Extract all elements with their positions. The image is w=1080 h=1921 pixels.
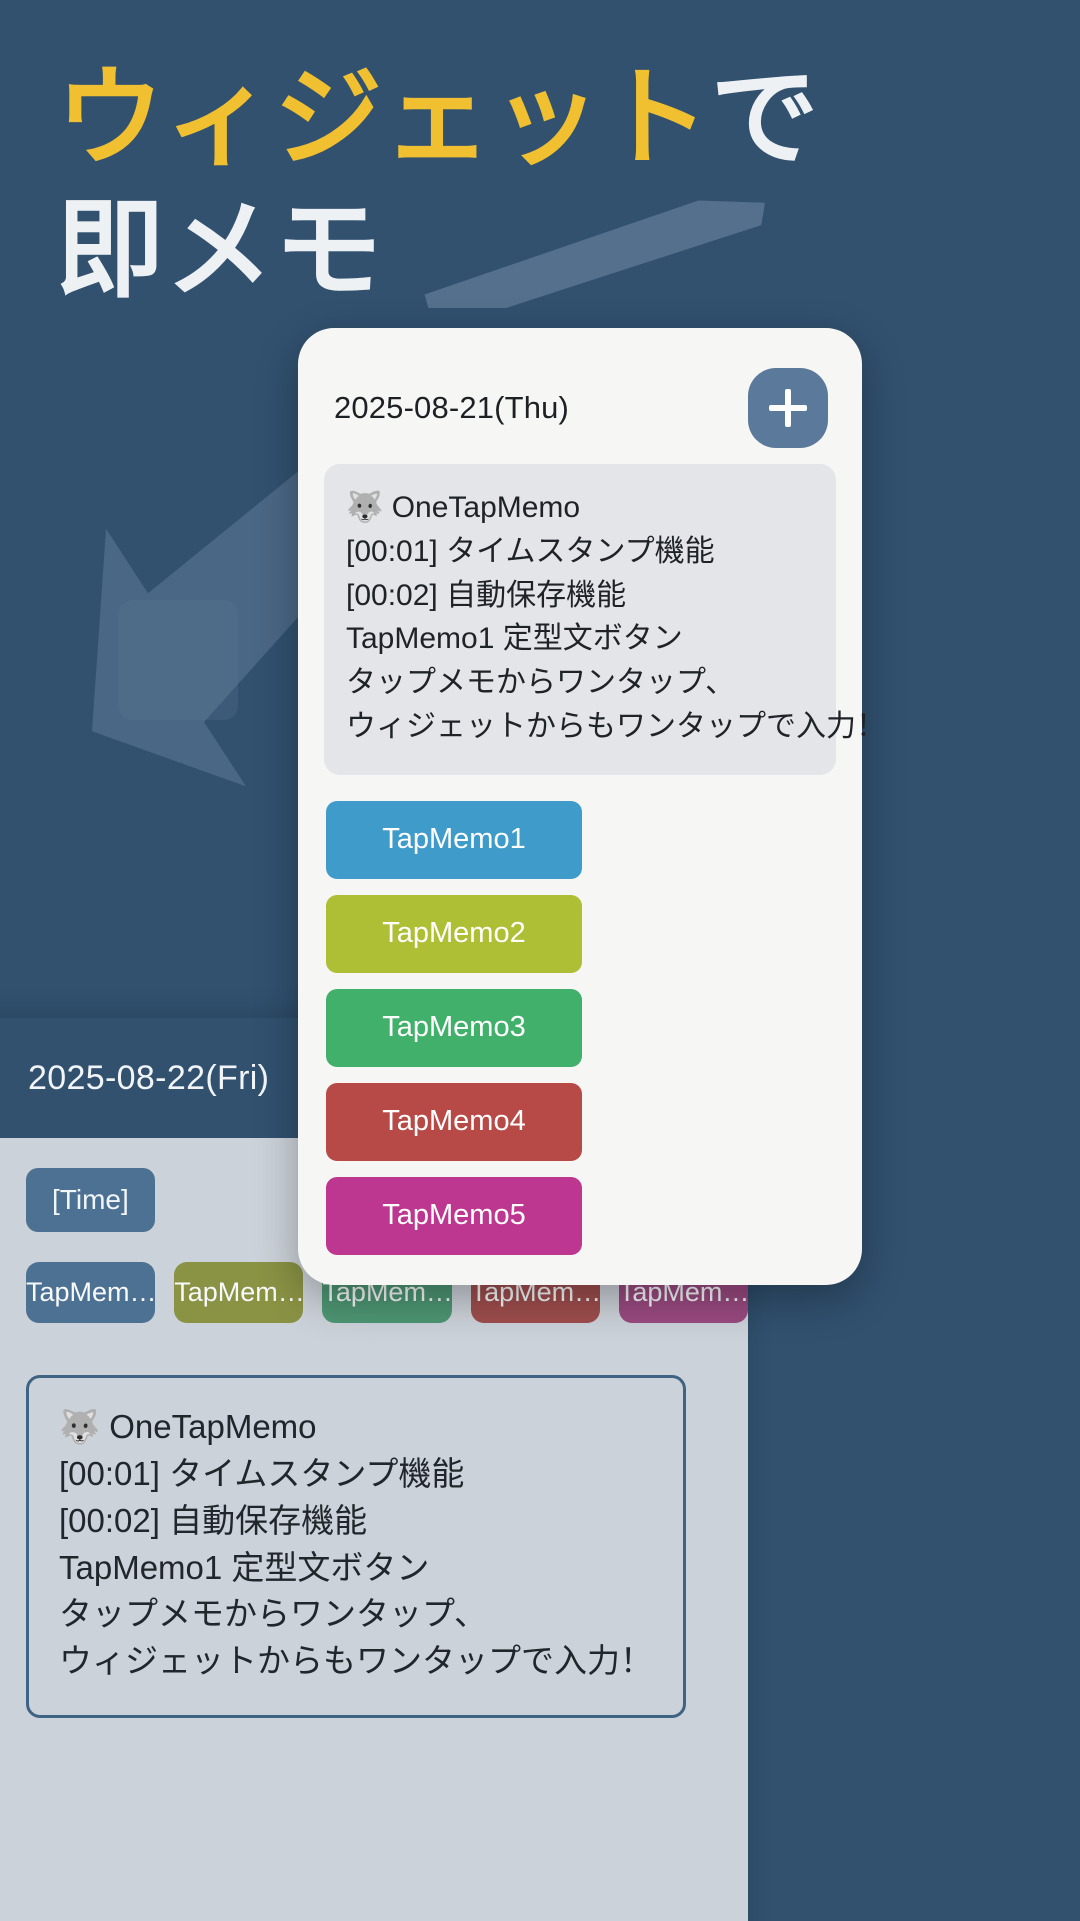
back-widget-body: [Time] TapMem…TapMem…TapMem…TapMem…TapMe…: [0, 1138, 748, 1719]
tap-memo-button-1[interactable]: TapMemo1: [326, 800, 582, 879]
tap-memo-button-3[interactable]: TapMemo3: [326, 988, 582, 1067]
arrow-tail-decoration: [118, 600, 238, 720]
memo-line: [00:01] タイムスタンプ機能: [59, 1454, 465, 1492]
memo-line: TapMemo1 定型文ボタン: [59, 1548, 430, 1586]
memo-line: タップメモからワンタップ、: [59, 1595, 488, 1633]
memo-line: ウィジェットからもワンタップで入力！: [346, 709, 886, 743]
tap-memo-button-5[interactable]: TapMemo5: [326, 1176, 582, 1255]
memo-line: [00:02] 自動保存機能: [346, 578, 627, 612]
brush-stroke-decoration: [424, 200, 765, 308]
memo-line: TapMemo1 定型文ボタン: [346, 622, 683, 656]
front-widget-card[interactable]: 2025-08-21(Thu) 🐺 OneTapMemo [00:01] タイムス…: [298, 328, 886, 1285]
back-widget-date: 2025-08-22(Fri): [28, 1058, 270, 1097]
memo-line: 🐺 OneTapMemo: [346, 491, 581, 524]
back-widget-memo-card[interactable]: 🐺 OneTapMemo [00:01] タイムスタンプ機能 [00:02] 自動保…: [26, 1375, 686, 1719]
plus-icon: [769, 389, 807, 427]
memo-line: 🐺 OneTapMemo: [59, 1408, 317, 1445]
front-widget-memo-preview[interactable]: 🐺 OneTapMemo [00:01] タイムスタンプ機能 [00:02] 自動保…: [324, 464, 886, 775]
front-widget-date: 2025-08-21(Thu): [334, 390, 569, 425]
front-widget-header: 2025-08-21(Thu): [324, 356, 836, 464]
add-memo-button[interactable]: [748, 368, 828, 448]
back-widget-chip-2[interactable]: TapMem…: [174, 1262, 304, 1323]
memo-line: [00:01] タイムスタンプ機能: [346, 534, 715, 568]
tap-memo-button-4[interactable]: TapMemo4: [326, 1082, 582, 1161]
memo-line: タップメモからワンタップ、: [346, 666, 736, 700]
memo-line: ウィジェットからもワンタップで入力！: [59, 1642, 653, 1680]
back-widget-chip-1[interactable]: TapMem…: [26, 1262, 156, 1323]
time-stamp-button[interactable]: [Time]: [26, 1168, 155, 1232]
tap-memo-button-2[interactable]: TapMemo2: [326, 894, 582, 973]
memo-line: [00:02] 自動保存機能: [59, 1501, 368, 1539]
